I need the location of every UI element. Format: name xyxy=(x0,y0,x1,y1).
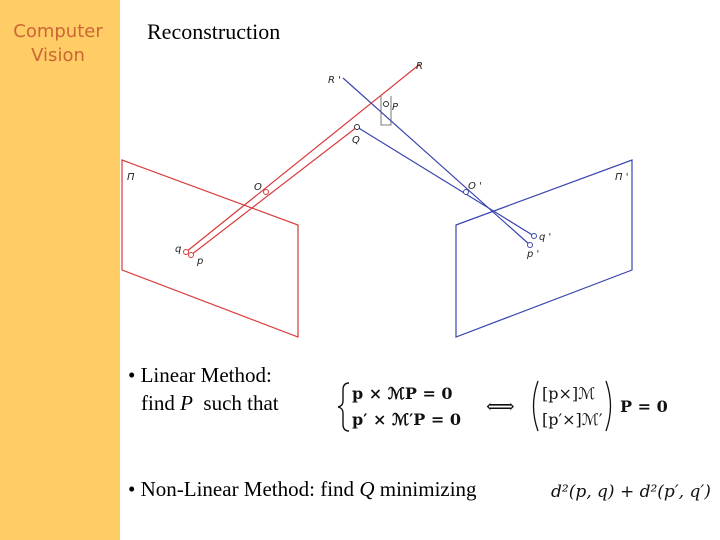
label-Pi-prime: Π ' xyxy=(615,172,628,183)
matrix-left-paren xyxy=(532,380,539,432)
ray-q-to-R xyxy=(185,63,421,253)
point-q xyxy=(183,249,189,255)
slide-title: Reconstruction xyxy=(147,19,281,44)
left-image-plane xyxy=(121,159,299,338)
left-brace xyxy=(337,382,350,432)
point-O xyxy=(263,189,269,195)
nonlinear-var-Q: Q xyxy=(359,477,375,501)
point-q-prime xyxy=(531,233,537,239)
matrix-row-2: [p′×]ℳ′ xyxy=(542,410,603,429)
right-image-plane xyxy=(455,159,633,338)
label-q: q xyxy=(175,244,181,255)
label-R-prime: R ' xyxy=(328,75,341,86)
bullet-linear-method: • Linear Method: xyxy=(128,363,272,387)
sidebar-title-line2: Vision xyxy=(31,45,85,66)
nonlinear-text-b: minimizing xyxy=(374,477,477,501)
matrix-row-1: [p×]ℳ xyxy=(542,384,595,403)
point-Q xyxy=(354,124,360,130)
equation-1: p × ℳP = 0 xyxy=(352,384,453,403)
bullet-nonlinear-method: • Non-Linear Method: find Q minimizing xyxy=(128,475,477,503)
iff-symbol: ⟺ xyxy=(486,394,515,418)
label-O: O xyxy=(254,182,262,193)
equation-2: p′ × ℳ′P = 0 xyxy=(352,410,461,429)
label-Q: Q xyxy=(352,135,360,146)
ray-Q-to-qprime xyxy=(356,126,535,237)
sidebar: Computer Vision xyxy=(0,0,120,540)
point-p-prime xyxy=(527,242,533,248)
ray-Rprime-to-pprime xyxy=(342,77,531,246)
nonlinear-text-a: • Non-Linear Method: find xyxy=(128,477,360,501)
minimization-expression: d²(p, q) + d²(p′, q′) xyxy=(551,482,711,502)
label-q-prime: q ' xyxy=(539,232,551,243)
matrix-right-paren xyxy=(605,380,612,432)
label-P: P xyxy=(392,102,399,113)
sidebar-title-line1: Computer xyxy=(13,21,103,42)
right-angle-marker xyxy=(380,96,392,126)
point-P xyxy=(383,101,389,107)
bullet-linear-method-detail: find P such that xyxy=(141,389,279,417)
point-p xyxy=(188,252,194,258)
linear-text-a: find xyxy=(141,391,181,415)
point-O-prime xyxy=(463,189,469,195)
ray-p-to-Q xyxy=(190,126,358,256)
label-O-prime: O ' xyxy=(468,181,482,192)
matrix-rhs: P = 0 xyxy=(620,397,668,416)
label-R: R xyxy=(416,61,423,72)
label-p: p xyxy=(196,256,203,267)
label-Pi: Π xyxy=(127,172,135,183)
sidebar-title: Computer Vision xyxy=(0,20,116,68)
linear-var-P: P xyxy=(180,391,193,415)
label-p-prime: p ' xyxy=(526,249,539,260)
linear-text-b: such that xyxy=(192,391,279,415)
